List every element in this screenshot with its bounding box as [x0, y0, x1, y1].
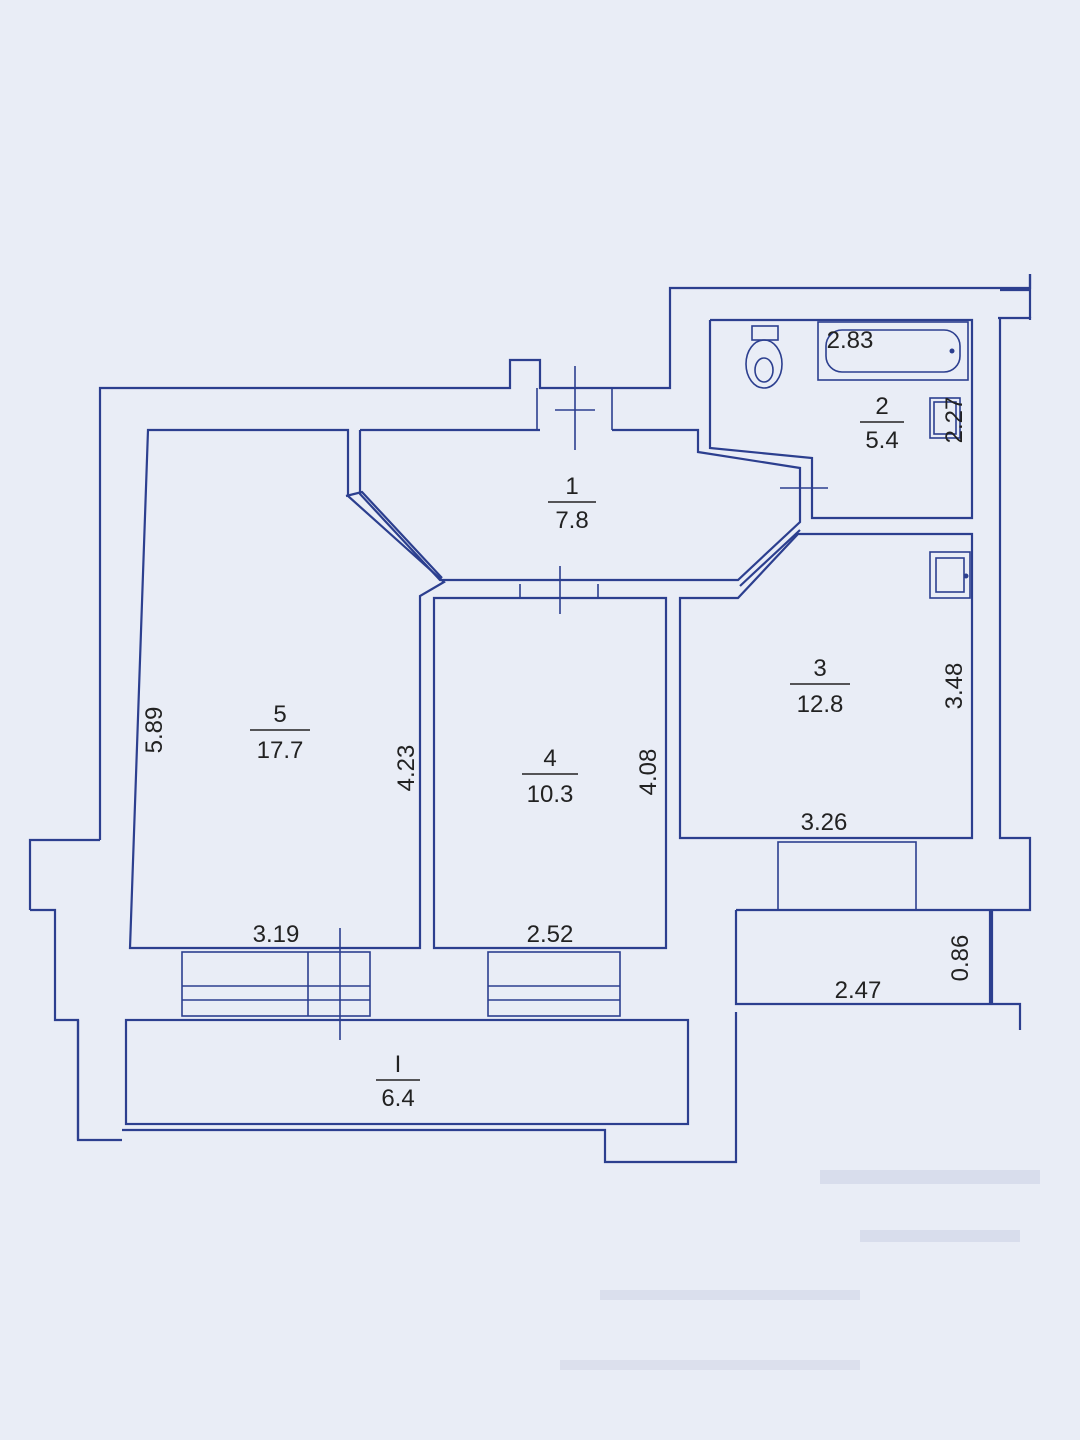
dim-room-5-width: 3.19	[253, 921, 300, 948]
room-2-label: 2 5.4	[860, 393, 904, 454]
exterior-walls	[28, 274, 1032, 1164]
balcony-area: 6.4	[381, 1085, 414, 1112]
bathtub-icon	[817, 321, 969, 381]
balcony-walls	[124, 1018, 690, 1126]
dim-loggia-depth: 0.86	[947, 935, 974, 982]
room-4-label: 4 10.3	[522, 745, 578, 808]
room-2-walls	[708, 318, 974, 520]
balcony-label: I 6.4	[376, 1051, 420, 1112]
dim-room-3-width: 3.26	[801, 809, 848, 836]
room-1-number: 1	[565, 473, 578, 500]
room-3-walls	[678, 532, 974, 840]
dim-room-2-length: 2.83	[827, 327, 874, 354]
balcony-number: I	[395, 1051, 402, 1078]
sink-icon	[929, 397, 961, 439]
room-3-number: 3	[813, 655, 826, 682]
room-5-walls	[128, 428, 446, 950]
room-4-number: 4	[543, 745, 556, 772]
room-1-area: 7.8	[555, 507, 588, 534]
room-2-area: 5.4	[865, 427, 898, 454]
room-5-label: 5 17.7	[250, 701, 310, 764]
dim-room-4-height: 4.08	[635, 749, 662, 796]
kitchen-sink-icon	[929, 551, 971, 599]
dim-room-2-width: 2.27	[941, 397, 968, 444]
dim-room-3-height: 3.48	[941, 663, 968, 710]
room-5-number: 5	[273, 701, 286, 728]
room-2-number: 2	[875, 393, 888, 420]
toilet-icon	[745, 325, 783, 389]
room-4-walls	[432, 596, 668, 950]
room-1-walls	[345, 366, 802, 614]
dimensions: 2.83 2.27 3.48 3.26 4.08 2.52 5.89 4.23 …	[141, 327, 974, 1004]
room-3-area: 12.8	[797, 691, 844, 718]
room-3-label: 3 12.8	[790, 655, 850, 718]
room-1-label: 1 7.8	[548, 473, 596, 534]
room-5-area: 17.7	[257, 737, 304, 764]
loggia-walls	[734, 908, 992, 1006]
dim-room-5-outer-height: 5.89	[141, 707, 168, 754]
dim-room-4-width: 2.52	[527, 921, 574, 948]
room-4-area: 10.3	[527, 781, 574, 808]
dim-room-5-inner-height: 4.23	[393, 745, 420, 792]
dim-loggia-width: 2.47	[835, 977, 882, 1004]
